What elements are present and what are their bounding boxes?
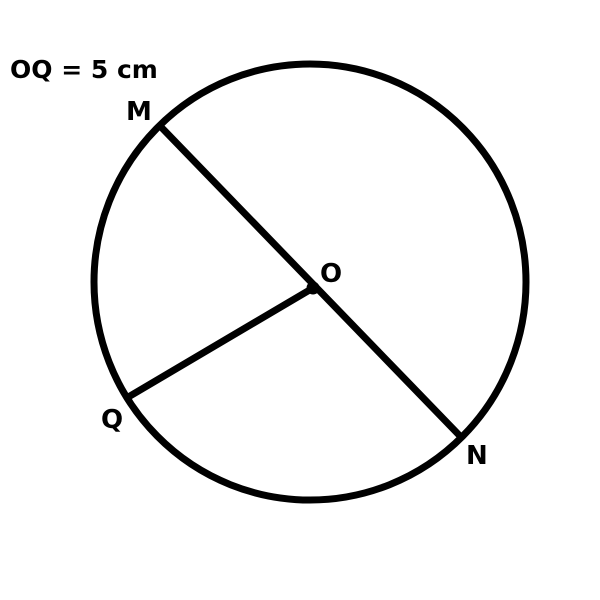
label-n: N: [466, 441, 488, 471]
label-q: Q: [101, 405, 123, 435]
center-point: [306, 281, 320, 295]
given-length: OQ = 5 cm: [10, 55, 158, 84]
circle: [90, 60, 530, 504]
radius-oq: [126, 284, 317, 400]
label-m: M: [126, 97, 152, 127]
label-center-o: O: [320, 259, 342, 289]
